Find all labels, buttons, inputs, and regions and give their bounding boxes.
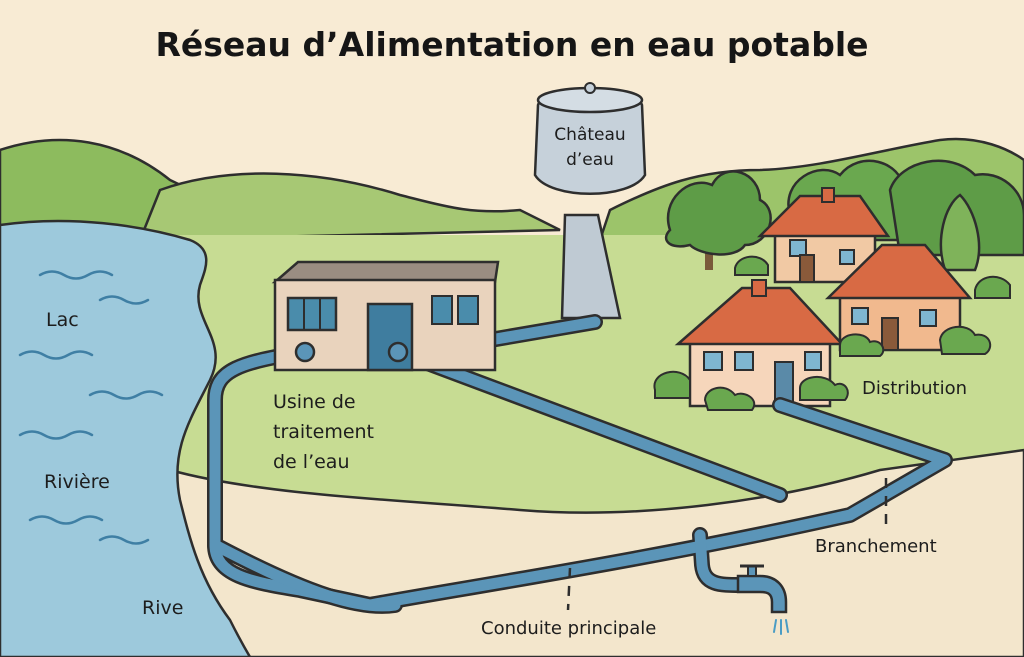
water-tower-label-line2: d’eau <box>566 150 614 170</box>
lake-label: Lac <box>46 309 79 331</box>
faucet-icon <box>736 564 789 635</box>
page-title: Réseau d’Alimentation en eau potable <box>155 25 868 64</box>
lake <box>0 219 252 657</box>
treatment-plant-icon <box>271 260 500 372</box>
river-label: Rivière <box>44 471 110 493</box>
plant-label-line1: Usine de <box>273 391 356 413</box>
leader-lines <box>566 478 888 611</box>
plant-label-line2: traitement <box>273 421 374 443</box>
pipes <box>207 314 953 614</box>
distribution-label: Distribution <box>862 378 967 399</box>
bank-label: Rive <box>142 597 183 619</box>
main-pipe-label: Conduite principale <box>481 618 656 639</box>
tree-icon <box>664 159 1024 272</box>
water-waves <box>18 270 164 545</box>
plant-label-line3: de l’eau <box>273 451 349 473</box>
water-tower-icon <box>533 82 647 320</box>
branch-label: Branchement <box>815 536 937 557</box>
bushes <box>653 255 1011 411</box>
water-tower-label-line1: Château <box>554 125 625 145</box>
